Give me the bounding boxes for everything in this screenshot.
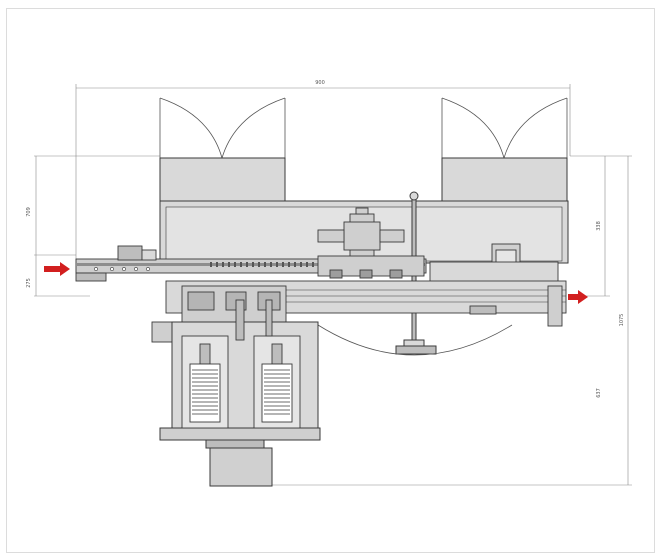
- dimension-lines: [34, 84, 632, 486]
- coil-left: [192, 369, 218, 415]
- dim-upper-height: 709: [26, 207, 32, 217]
- dim-right-upper: 338: [596, 221, 602, 231]
- clamp-mechanism: [317, 207, 405, 261]
- dim-total-height: 1075: [619, 314, 625, 327]
- dim-inlet-height: 275: [26, 278, 32, 288]
- dim-overall-width: 900: [315, 80, 325, 86]
- chain-teeth: [210, 262, 314, 267]
- upper-cabinets: [159, 157, 568, 202]
- motor-right: [253, 335, 301, 429]
- dim-lower-height: 637: [596, 388, 602, 398]
- feed-holes: [94, 267, 150, 271]
- door-swing-arcs: [159, 97, 568, 159]
- outlet-arrow-icon: [568, 290, 588, 304]
- drive-shafts: [235, 299, 273, 341]
- motor-left: [181, 335, 229, 429]
- right-cabinet: [441, 157, 568, 202]
- carriage: [317, 255, 425, 279]
- inlet-arrow-icon: [44, 262, 70, 276]
- coil-right: [264, 369, 290, 415]
- lower-swing-arc: [317, 324, 513, 356]
- left-cabinet: [159, 157, 286, 202]
- dimension-labels: 900 709 275 338 1075 637: [26, 80, 625, 398]
